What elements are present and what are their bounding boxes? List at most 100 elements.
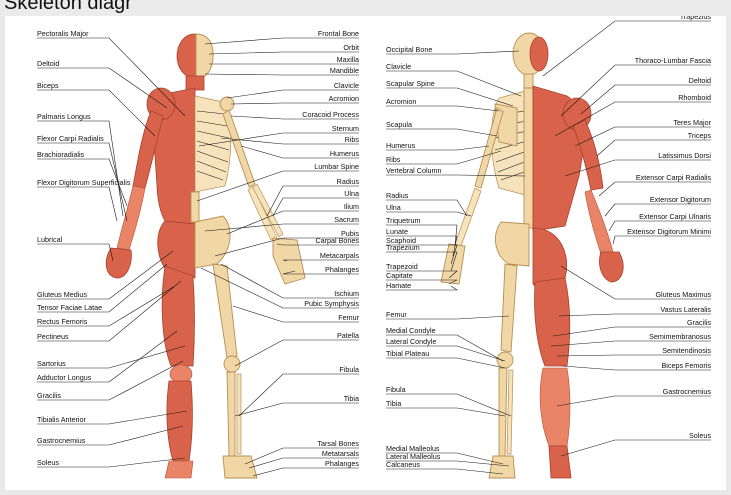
anatomy-label: Adductor Longus: [37, 373, 92, 382]
leader-line: [599, 182, 711, 196]
anatomy-label: Trapezium: [386, 243, 420, 252]
left-hand: [106, 248, 131, 278]
anatomy-label: Palmaris Longus: [37, 112, 91, 121]
anatomy-label: Pubic Symphysis: [304, 299, 359, 308]
anatomy-label: Gracilis: [687, 318, 711, 327]
title-strip: Skeleton diagr: [0, 0, 731, 16]
anatomy-label: Femur: [338, 313, 359, 322]
anatomy-label: Trapezoid: [386, 262, 418, 271]
leader-line: [557, 355, 711, 356]
left-knee: [170, 365, 192, 383]
anatomy-label: Lateral Condyle: [386, 337, 436, 346]
anatomy-label: Phalanges: [325, 459, 359, 468]
anatomy-label: Hamate: [386, 281, 411, 290]
anatomy-label: Lunate: [386, 227, 408, 236]
anatomy-panel: Pectoralis MajorDeltoidBicepsPalmaris Lo…: [5, 16, 726, 490]
back-figure: [441, 33, 623, 478]
anatomy-label: Orbit: [343, 43, 359, 52]
anatomy-label: Deltoid: [37, 59, 59, 68]
back-forearm-bones: [455, 188, 481, 246]
front-figure: [106, 34, 305, 478]
anatomy-label: Triceps: [688, 131, 712, 140]
anatomy-label: Tibial Plateau: [386, 349, 429, 358]
back-head-muscle: [530, 37, 548, 71]
back-calf: [540, 368, 570, 446]
anatomy-label: Scapular Spine: [386, 79, 435, 88]
anatomy-label: Biceps Femoris: [661, 361, 711, 370]
leader-line: [386, 358, 505, 368]
anatomy-label: Metatarsals: [322, 449, 360, 458]
anatomy-label: Ischium: [334, 289, 359, 298]
leader-line: [235, 403, 359, 416]
anatomy-label: Radius: [386, 191, 409, 200]
anatomy-label: Trapezius: [680, 16, 712, 21]
anatomy-label: Frontal Bone: [318, 29, 359, 38]
anatomy-label: Deltoid: [689, 76, 711, 85]
leader-line: [386, 129, 497, 136]
leader-line: [37, 244, 113, 261]
leader-line: [386, 106, 499, 111]
anatomy-label: Ulna: [344, 189, 359, 198]
anatomy-label: Sartorius: [37, 359, 66, 368]
anatomy-label: Soleus: [689, 431, 711, 440]
leader-line: [386, 394, 511, 416]
anatomy-label: Sternum: [332, 124, 359, 133]
anatomy-label: Humerus: [330, 149, 360, 158]
anatomy-label: Flexor Carpi Radialis: [37, 134, 104, 143]
cervical-spine: [524, 74, 533, 88]
anatomy-label: Tibia: [386, 399, 401, 408]
femur-bone: [213, 264, 237, 358]
anatomy-label: Biceps: [37, 81, 59, 90]
anatomy-label: Phalanges: [325, 265, 359, 274]
leader-line: [557, 396, 711, 406]
leader-line: [386, 408, 505, 416]
leader-line: [221, 138, 359, 144]
vertebral-column: [524, 88, 533, 228]
anatomy-label: Carpal Bones: [315, 236, 359, 245]
anatomy-label: Tensor Faciae Latae: [37, 303, 102, 312]
leader-line: [543, 21, 711, 76]
anatomy-label: Pectineus: [37, 332, 69, 341]
left-foot: [165, 461, 193, 478]
anatomy-label: Patella: [337, 331, 359, 340]
leader-line: [253, 468, 359, 476]
leader-line: [386, 469, 503, 474]
anatomy-label: Ribs: [386, 155, 401, 164]
back-tibia: [499, 368, 507, 456]
anatomy-label: Medial Condyle: [386, 326, 436, 335]
anatomy-label: Extensor Carpi Ulnaris: [639, 212, 711, 221]
leader-line: [37, 187, 117, 221]
anatomy-label: Triquetrum: [386, 216, 420, 225]
anatomy-label: Brachioradialis: [37, 150, 85, 159]
anatomy-label: Rectus Femoris: [37, 317, 88, 326]
fibula-bone: [237, 374, 241, 454]
anatomy-label: Gastrocnemius: [37, 436, 86, 445]
anatomy-label: Humerus: [386, 141, 416, 150]
anatomy-label: Extensor Digitorum: [650, 195, 711, 204]
anatomy-label: Fibula: [339, 365, 359, 374]
anatomy-label: Extensor Carpi Radialis: [636, 173, 712, 182]
anatomy-label: Scapula: [386, 120, 412, 129]
anatomy-label: Gastrocnemius: [663, 387, 712, 396]
anatomy-label: Metacarpals: [320, 251, 360, 260]
anatomy-label: Clavicle: [386, 62, 411, 71]
left-lower-leg: [167, 381, 192, 461]
back-forearm-muscle: [585, 190, 613, 254]
anatomy-label: Gracilis: [37, 391, 61, 400]
leader-line: [235, 340, 359, 366]
anatomy-label: Sacrum: [334, 215, 359, 224]
anatomy-label: Clavicle: [334, 81, 359, 90]
back-fibula: [507, 370, 513, 454]
anatomy-label: Ulna: [386, 203, 401, 212]
anatomy-label: Capitate: [386, 271, 413, 280]
anatomy-label: Occipital Bone: [386, 45, 432, 54]
anatomy-label: Ilium: [344, 202, 359, 211]
anatomy-label: Gluteus Maximus: [655, 290, 711, 299]
leader-line: [559, 314, 711, 316]
anatomy-label: Fibula: [386, 385, 406, 394]
anatomy-label: Tarsal Bones: [317, 439, 359, 448]
anatomy-label: Flexor Digitorum Superficialis: [37, 178, 131, 187]
anatomy-label: Ribs: [345, 135, 360, 144]
back-knee: [497, 352, 513, 368]
